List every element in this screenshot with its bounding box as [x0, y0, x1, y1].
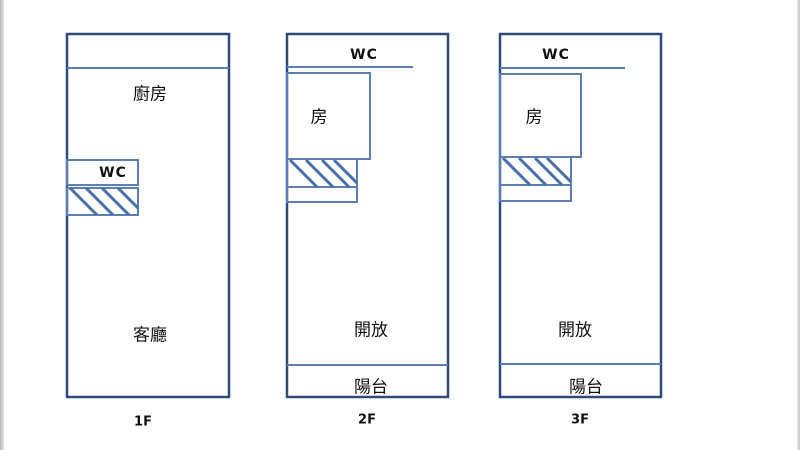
slide-right-edge	[797, 0, 800, 450]
floor-3f-stairs	[499, 156, 572, 202]
floor-2f-balcony-label: 陽台	[354, 377, 388, 398]
floor-3f-outline	[498, 32, 663, 399]
floor-3f-wc-label: WC	[542, 47, 570, 63]
floor-2f-stairs	[286, 158, 358, 203]
floor-1f-kitchen-label: 廚房	[133, 84, 167, 105]
floor-1f-title: 1F	[134, 414, 152, 430]
floor-1f-plan	[65, 32, 231, 399]
floor-2f-outline	[285, 32, 450, 399]
floor-3f-stair-hatch	[501, 158, 571, 187]
floor-1f-wc-room	[66, 159, 139, 186]
floor-3f-plan	[498, 32, 663, 399]
floor-2f-bedroom	[286, 72, 371, 160]
floor-2f-bedroom-label: 房	[310, 107, 328, 128]
slide-left-edge	[0, 0, 4, 450]
floor-1f-stairs	[66, 187, 139, 216]
floor-2f-plan	[285, 32, 450, 399]
floor-1f-wc-label: WC	[99, 165, 127, 181]
floor-1f-living-label: 客廳	[133, 325, 167, 346]
floor-3f-title: 3F	[571, 412, 589, 428]
floor-3f-balcony-label: 陽台	[569, 377, 603, 398]
floor-2f-open-label: 開放	[354, 320, 388, 341]
floor-1f-stair-hatch	[68, 188, 138, 215]
floor-2f-stair-hatch	[288, 160, 357, 189]
floor-3f-open-label: 開放	[558, 320, 592, 341]
floor-2f-title: 2F	[358, 412, 376, 428]
floor-2f-wc-label: WC	[350, 47, 378, 63]
floor-3f-bedroom-label: 房	[525, 107, 543, 128]
